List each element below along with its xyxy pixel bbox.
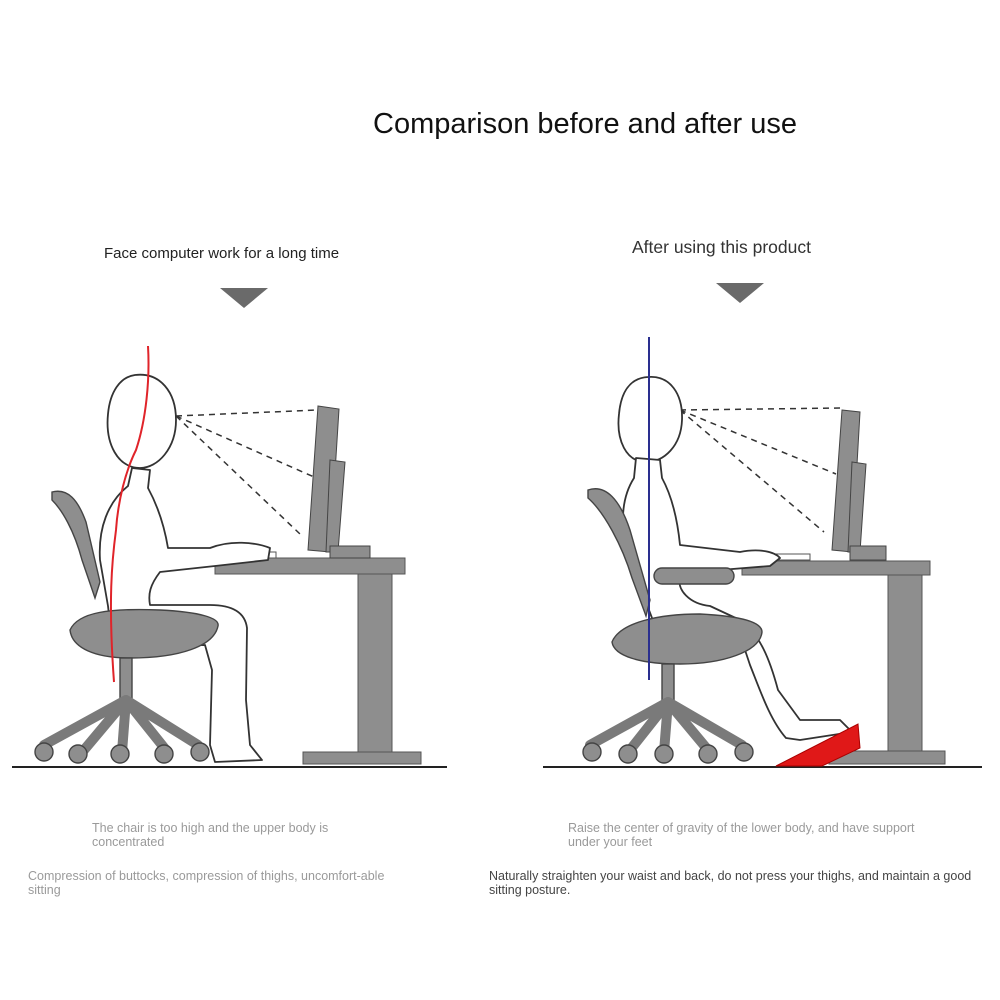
monitor xyxy=(831,409,887,561)
before-note-compression: Compression of buttocks, compression of … xyxy=(28,869,385,897)
sight-lines xyxy=(175,409,319,535)
desk xyxy=(741,560,946,765)
chair xyxy=(34,490,219,764)
person-outline xyxy=(617,376,853,741)
sight-lines xyxy=(679,407,843,533)
after-scene xyxy=(543,337,982,768)
after-heading: After using this product xyxy=(632,237,811,257)
before-scene xyxy=(12,345,447,768)
before-note-chair: The chair is too high and the upper body… xyxy=(92,821,329,849)
before-heading: Face computer work for a long time xyxy=(104,245,340,262)
spine-line-before xyxy=(109,345,150,683)
after-note-raise: Raise the center of gravity of the lower… xyxy=(568,821,915,849)
footrest xyxy=(775,723,861,767)
page-title: Comparison before and after use xyxy=(373,108,797,140)
monitor xyxy=(307,405,371,559)
down-arrow-icon xyxy=(716,283,764,303)
down-arrow-icon xyxy=(220,288,268,308)
after-note-posture: Naturally straighten your waist and back… xyxy=(489,869,972,897)
